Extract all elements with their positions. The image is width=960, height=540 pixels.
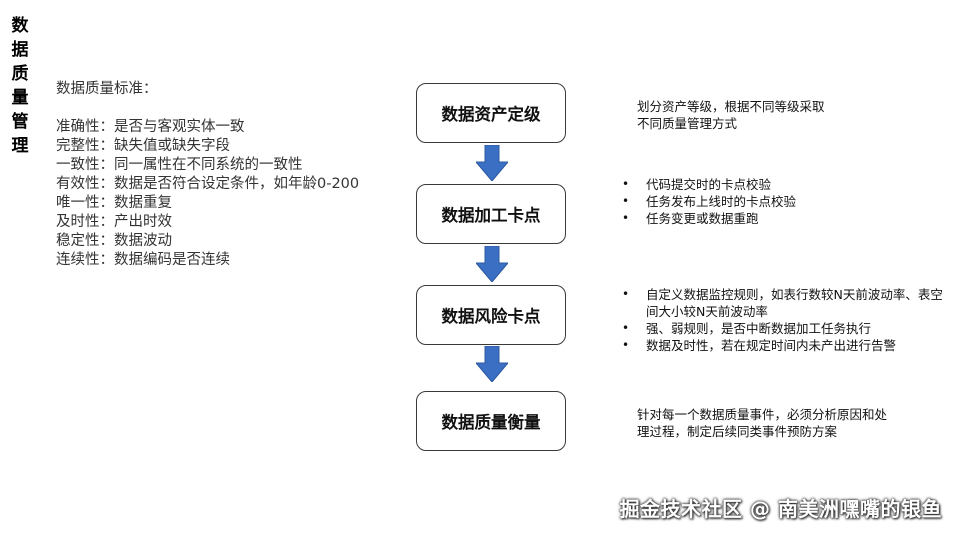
side-title-char: 据: [11, 40, 29, 60]
flow-step-asset-level: 数据资产定级: [416, 83, 566, 143]
standard-item: 稳定性：数据波动: [56, 233, 172, 249]
side-title-char: 理: [11, 136, 29, 156]
desc-line: 理过程，制定后续同类事件预防方案: [637, 424, 838, 439]
bullet-item: 任务发布上线时的卡点校验: [620, 193, 950, 210]
standard-item: 有效性：数据是否符合设定条件，如年龄0-200: [56, 176, 360, 192]
watermark: 掘金技术社区 @ 南美洲嘿嘴的银鱼: [619, 497, 942, 521]
quality-standards: 数据质量标准： 准确性：是否与客观实体一致 完整性：缺失值或缺失字段 一致性：同…: [56, 80, 396, 270]
desc-asset-level: 划分资产等级，根据不同等级采取 不同质量管理方式: [637, 98, 960, 132]
flow-step-processing-checkpoint: 数据加工卡点: [416, 184, 566, 244]
side-title-char: 量: [11, 88, 29, 108]
side-title-char: 管: [11, 112, 29, 132]
desc-risk-checkpoint: 自定义数据监控规则，如表行数较N天前波动率、表空间大小较N天前波动率 强、弱规则…: [620, 286, 950, 354]
standards-heading: 数据质量标准：: [56, 81, 158, 97]
flow-step-quality-measure: 数据质量衡量: [416, 391, 566, 451]
desc-line: 针对每一个数据质量事件，必须分析原因和处: [637, 407, 888, 422]
bullet-item: 自定义数据监控规则，如表行数较N天前波动率、表空间大小较N天前波动率: [620, 286, 950, 320]
standard-item: 准确性：是否与客观实体一致: [56, 119, 245, 135]
down-arrow-icon: [476, 145, 508, 181]
side-title: 数 据 质 量 管 理: [8, 14, 32, 158]
bullet-item: 任务变更或数据重跑: [620, 210, 950, 227]
standard-item: 完整性：缺失值或缺失字段: [56, 138, 230, 154]
standard-item: 及时性：产出时效: [56, 214, 172, 230]
standard-item: 一致性：同一属性在不同系统的一致性: [56, 157, 303, 173]
standard-item: 连续性：数据编码是否连续: [56, 252, 230, 268]
desc-line: 划分资产等级，根据不同等级采取: [637, 99, 825, 114]
down-arrow-icon: [476, 346, 508, 382]
side-title-char: 数: [11, 16, 29, 36]
desc-processing-checkpoint: 代码提交时的卡点校验 任务发布上线时的卡点校验 任务变更或数据重跑: [620, 176, 950, 227]
desc-line: 不同质量管理方式: [637, 116, 738, 131]
desc-quality-measure: 针对每一个数据质量事件，必须分析原因和处 理过程，制定后续同类事件预防方案: [637, 406, 960, 440]
down-arrow-icon: [476, 246, 508, 282]
flow-step-risk-checkpoint: 数据风险卡点: [416, 285, 566, 345]
bullet-item: 强、弱规则，是否中断数据加工任务执行: [620, 320, 950, 337]
bullet-item: 数据及时性，若在规定时间内未产出进行告警: [620, 337, 950, 354]
side-title-char: 质: [11, 64, 29, 84]
bullet-item: 代码提交时的卡点校验: [620, 176, 950, 193]
standard-item: 唯一性：数据重复: [56, 195, 172, 211]
